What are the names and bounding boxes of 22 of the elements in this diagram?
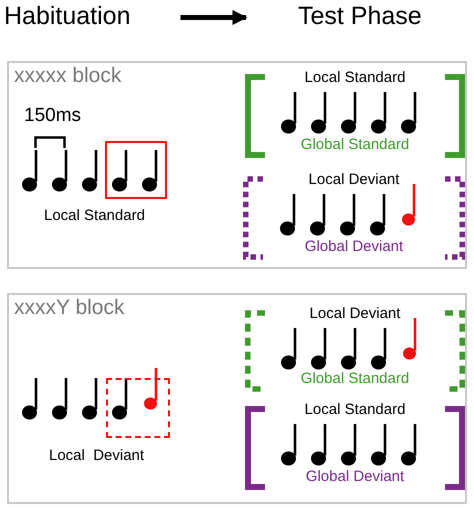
condition-label: Local Deviant [308, 305, 402, 322]
bracket-frame [245, 69, 465, 161]
condition-label: Local Standard [304, 401, 406, 418]
condition-label: Global Deviant [304, 468, 406, 485]
sequence-label: Local Deviant [49, 447, 144, 464]
bracket-frame [243, 171, 465, 263]
condition-label: Global Deviant [304, 238, 404, 255]
block-panel [7, 293, 467, 504]
bracket-frame [245, 401, 465, 493]
block-title: xxxxx block [14, 64, 122, 88]
phase-heading: Habituation [4, 2, 130, 31]
sequence-label: Local Standard [44, 207, 145, 224]
condition-label: Local Deviant [308, 171, 400, 188]
condition-label: Global Standard [300, 370, 410, 387]
block-panel [7, 61, 467, 269]
arrow [180, 10, 248, 25]
block-title: xxxxY block [14, 296, 124, 320]
condition-label: Global Standard [300, 136, 410, 153]
bracket-frame [245, 305, 465, 395]
interval-label: 150ms [24, 105, 82, 127]
condition-label: Local Standard [304, 69, 406, 86]
phase-heading: Test Phase [298, 2, 422, 31]
